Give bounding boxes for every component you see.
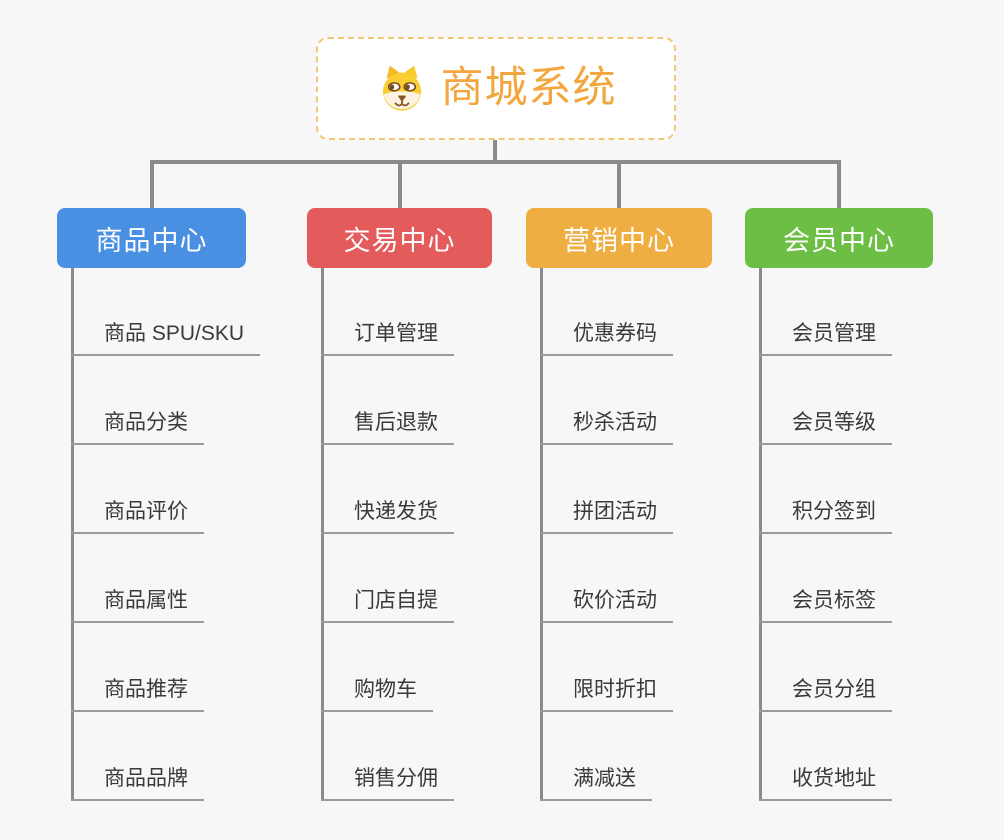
connector-stub-3 [617,160,621,210]
leaf-product-spu-sku[interactable]: 商品 SPU/SKU [71,310,261,356]
leaf-member-tag[interactable]: 会员标签 [759,577,892,623]
leaf-shopping-cart[interactable]: 购物车 [321,666,433,712]
leaf-product-brand[interactable]: 商品品牌 [71,755,204,801]
root-node[interactable]: 商城系统 [316,37,676,140]
root-title: 商城系统 [440,64,617,112]
leaf-points-checkin[interactable]: 积分签到 [759,488,892,534]
leaf-limited-time-discount[interactable]: 限时折扣 [540,666,673,712]
leaf-member-management[interactable]: 会员管理 [759,310,892,356]
rail-branch-2 [321,268,324,801]
branch-product-center[interactable]: 商品中心 [57,208,246,268]
leaf-product-category[interactable]: 商品分类 [71,399,204,445]
leaf-order-management[interactable]: 订单管理 [321,310,454,356]
leaf-product-review[interactable]: 商品评价 [71,488,204,534]
leaf-member-group[interactable]: 会员分组 [759,666,892,712]
leaf-aftersale-refund[interactable]: 售后退款 [321,399,454,445]
branch-member-center[interactable]: 会员中心 [745,208,933,268]
dog-icon [382,65,421,111]
branch-trade-center[interactable]: 交易中心 [307,208,492,268]
branch-marketing-center[interactable]: 营销中心 [526,208,712,268]
connector-stub-2 [398,160,402,210]
rail-branch-1 [71,268,74,801]
connector-bus [150,160,841,164]
leaf-product-recommend[interactable]: 商品推荐 [71,666,204,712]
connector-stub-4 [837,160,841,210]
leaf-group-buy[interactable]: 拼团活动 [540,488,673,534]
leaf-sales-commission[interactable]: 销售分佣 [321,755,454,801]
leaf-coupon-code[interactable]: 优惠券码 [540,310,673,356]
connector-stub-1 [150,160,154,210]
rail-branch-3 [540,268,543,801]
leaf-flash-sale[interactable]: 秒杀活动 [540,399,673,445]
leaf-product-attribute[interactable]: 商品属性 [71,577,204,623]
leaf-bargain-activity[interactable]: 砍价活动 [540,577,673,623]
connector-root-stem [493,138,497,162]
leaf-express-delivery[interactable]: 快递发货 [321,488,454,534]
leaf-shipping-address[interactable]: 收货地址 [759,755,892,801]
leaf-spend-save[interactable]: 满减送 [540,755,652,801]
leaf-member-level[interactable]: 会员等级 [759,399,892,445]
leaf-store-pickup[interactable]: 门店自提 [321,577,454,623]
rail-branch-4 [759,268,762,801]
